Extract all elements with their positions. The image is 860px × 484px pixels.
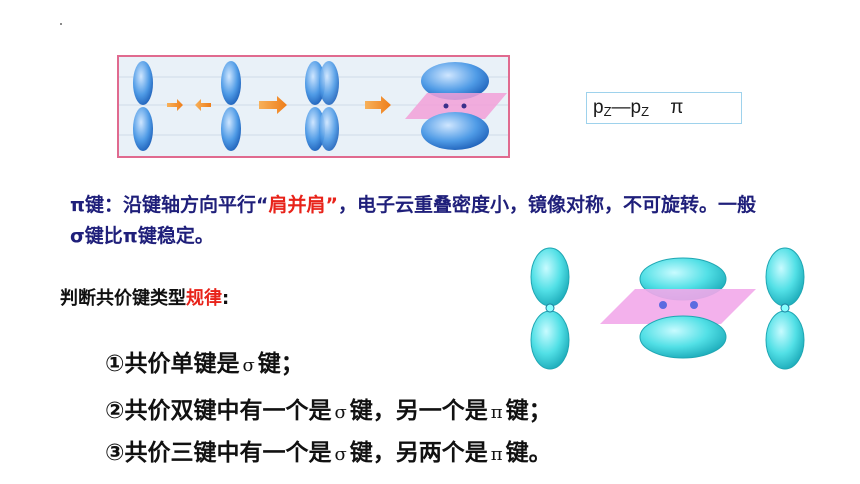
pi-desc-highlight: 肩并肩” xyxy=(268,194,339,216)
p-orbital-2 xyxy=(221,61,241,151)
label-sub-right: Z xyxy=(641,104,650,119)
label-sub-left: Z xyxy=(603,104,612,119)
rule-heading: 判断共价键类型规律: xyxy=(60,284,229,310)
label-p-right: p xyxy=(630,97,642,118)
rule-2-text-c: 键； xyxy=(505,398,552,424)
decor-dot xyxy=(60,23,62,25)
rule-3-text-c: 键。 xyxy=(505,440,552,466)
pi-desc-part2: ，电子云重叠密度小，镜像对称，不可旋转。一般σ键比π键稳定。 xyxy=(70,194,757,247)
rule-2-sigma: σ xyxy=(334,402,347,423)
orbital-overlap-image xyxy=(117,55,510,158)
label-dash: — xyxy=(611,97,631,118)
rule-1-sigma: σ xyxy=(242,355,255,376)
arrow-right-2 xyxy=(365,96,391,114)
center-pi-bond xyxy=(600,257,756,359)
pi-bond-description: π键：沿键轴方向平行“肩并肩”，电子云重叠密度小，镜像对称，不可旋转。一般σ键比… xyxy=(70,190,770,252)
left-p-orbital xyxy=(530,247,570,370)
arrow-right-1 xyxy=(259,96,287,114)
pz-pz-pi-label: pZ—pZ π xyxy=(586,92,742,124)
rule-3-sigma: σ xyxy=(334,444,347,465)
orbital-overlap-svg xyxy=(119,57,508,156)
rule-3-pi: π xyxy=(490,444,503,465)
label-bond-type: π xyxy=(670,97,684,118)
arrow-pair-small xyxy=(167,99,211,111)
p-orbital-1 xyxy=(133,61,153,151)
right-p-orbital xyxy=(765,247,805,370)
rule-1-text-b: 键； xyxy=(257,351,304,377)
rule-3-text-a: ③共价三键中有一个是 xyxy=(105,440,332,466)
rule-heading-colon: : xyxy=(222,288,230,309)
rule-2-pi: π xyxy=(490,402,503,423)
label-p-left: p xyxy=(593,97,604,118)
rule-2-text-a: ②共价双键中有一个是 xyxy=(105,398,332,424)
rule-1-text-a: ①共价单键是 xyxy=(105,351,240,377)
rule-3-text-b: 键，另两个是 xyxy=(349,440,488,466)
rule-2-text-b: 键，另一个是 xyxy=(349,398,488,424)
sigma-pi-orbital-diagram xyxy=(530,247,805,370)
p-orbital-pair xyxy=(305,61,339,151)
pi-desc-part1: π键：沿键轴方向平行“ xyxy=(70,194,269,216)
pi-bond-cloud xyxy=(405,62,507,150)
rule-heading-text: 判断共价键类型 xyxy=(60,288,186,309)
rule-heading-highlight: 规律 xyxy=(186,288,222,309)
